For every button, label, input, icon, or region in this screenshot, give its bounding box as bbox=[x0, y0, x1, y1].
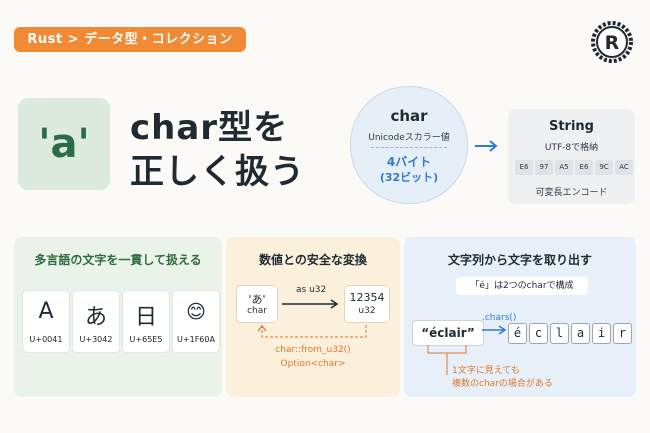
byte-cell: A5 bbox=[555, 160, 573, 175]
panel2-title: 数値との安全な変換 bbox=[259, 253, 367, 267]
char-type: char bbox=[247, 306, 267, 316]
arrow-right-icon bbox=[475, 140, 498, 152]
char-chip: i bbox=[592, 323, 611, 344]
rust-logo-letter: R bbox=[605, 32, 620, 54]
panel-chars: 文字列から文字を取り出す 「é」は2つのcharで構成 “éclair” .ch… bbox=[404, 237, 636, 397]
card-glyph: 日 bbox=[134, 305, 157, 330]
char-glyph: 'a' bbox=[38, 121, 90, 167]
char-chip: a bbox=[571, 323, 590, 344]
card-code: U+3042 bbox=[79, 335, 113, 344]
byte-list: E6 97 A5 E6 9C AC bbox=[515, 160, 633, 175]
byte-cell: E6 bbox=[575, 160, 593, 175]
note-line1: 1文字に見えても bbox=[452, 366, 520, 376]
card-code: U+0041 bbox=[29, 335, 63, 344]
char-card: A U+0041 bbox=[22, 290, 70, 353]
card-code: U+65E5 bbox=[129, 335, 163, 344]
option-char-label: Option<char> bbox=[280, 359, 346, 369]
chars-method: .chars() bbox=[482, 313, 517, 323]
char-card: あ U+3042 bbox=[72, 290, 120, 353]
byte-cell: E6 bbox=[515, 160, 533, 175]
byte-cell: 9C bbox=[595, 160, 613, 175]
char-desc: Unicodeスカラー値 bbox=[368, 133, 450, 143]
byte-cell: AC bbox=[615, 160, 633, 175]
string-encoding: UTF-8で格納 bbox=[544, 143, 599, 153]
panel1-title: 多言語の文字を一貫して扱える bbox=[34, 253, 202, 267]
card-glyph: 😊 bbox=[186, 301, 206, 323]
card-glyph: A bbox=[38, 299, 54, 324]
card-code: U+1F60A bbox=[177, 335, 215, 344]
cast-label: as u32 bbox=[296, 285, 327, 295]
category-tag: Rust > データ型・コレクション bbox=[14, 27, 246, 52]
panel3-title: 文字列から文字を取り出す bbox=[447, 253, 592, 267]
note-line2: 複数のcharの場合がある bbox=[452, 379, 553, 389]
card-glyph: あ bbox=[84, 305, 107, 330]
byte-cell: 97 bbox=[535, 160, 553, 175]
char-chip: l bbox=[550, 323, 569, 344]
callout-box: 「é」は2つのcharで構成 bbox=[456, 277, 588, 295]
string-note: 可変長エンコード bbox=[535, 188, 608, 198]
from-u32-label: char::from_u32() bbox=[275, 345, 351, 355]
char-name: char bbox=[390, 107, 428, 125]
u32-type: u32 bbox=[358, 306, 376, 316]
u32-value-box: 12354 u32 bbox=[344, 285, 390, 323]
char-card: 😊 U+1F60A bbox=[172, 290, 220, 353]
char-value: 'あ' bbox=[248, 293, 266, 306]
char-chip: c bbox=[529, 323, 548, 344]
u32-value: 12354 bbox=[349, 291, 385, 304]
char-chip: é bbox=[508, 323, 527, 344]
string-name: String bbox=[548, 119, 594, 134]
char-glyph-box: 'a' bbox=[18, 98, 110, 190]
char-card: 日 U+65E5 bbox=[122, 290, 170, 353]
panel-conversion: 数値との安全な変換 'あ' char as u32 12354 u32 char… bbox=[226, 237, 400, 397]
divider bbox=[371, 147, 447, 148]
char-value-box: 'あ' char bbox=[236, 285, 278, 323]
page-title-line1: char型を bbox=[130, 108, 289, 148]
word-box: “éclair” bbox=[412, 320, 484, 346]
char-size: 4バイト bbox=[386, 155, 432, 169]
panel-multilingual: 多言語の文字を一貫して扱える A U+0041 あ U+3042 日 U+65E… bbox=[14, 237, 222, 397]
arrow-right-icon bbox=[482, 325, 507, 335]
string-info-box: String UTF-8で格納 E6 97 A5 E6 9C AC 可変長エンコ… bbox=[508, 109, 635, 204]
arrow-right-icon bbox=[282, 299, 339, 309]
rust-logo-icon: R bbox=[591, 21, 633, 63]
back-arrow-icon bbox=[257, 325, 367, 338]
char-info-circle: char Unicodeスカラー値 4バイト (32ビット) bbox=[350, 86, 468, 204]
char-chip: r bbox=[613, 323, 632, 344]
page-title-line2: 正しく扱う bbox=[130, 152, 305, 192]
char-bits: (32ビット) bbox=[379, 171, 439, 184]
note-bracket-icon bbox=[427, 345, 467, 375]
